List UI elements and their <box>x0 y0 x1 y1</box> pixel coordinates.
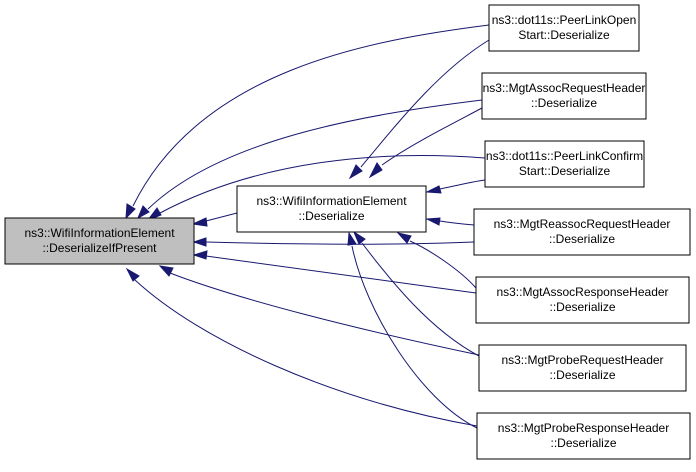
node-label-line: ::Deserialize <box>549 232 615 246</box>
node-box <box>473 208 691 256</box>
node-box <box>476 412 691 460</box>
node-deser[interactable]: ns3::WifiInformationElement::Deserialize <box>236 185 427 233</box>
node-label-line: ::DeserializeIfPresent <box>42 241 157 255</box>
arrowhead <box>425 185 442 194</box>
edge-line <box>205 212 238 222</box>
edge-plc-to-deser <box>425 179 486 194</box>
edge-mprq-to-root <box>158 265 480 356</box>
node-label-line: ::Deserialize <box>549 368 615 382</box>
arrowhead <box>158 265 174 277</box>
arrowhead <box>125 267 140 282</box>
edge-mars-to-deser <box>396 232 477 289</box>
arrowhead <box>136 205 150 220</box>
node-mprq[interactable]: ns3::MgtProbeRequestHeader::Deserialize <box>478 344 687 392</box>
node-box <box>488 4 640 52</box>
nodes-layer: ns3::WifiInformationElement::Deserialize… <box>4 4 691 460</box>
node-label-line: ns3::MgtAssocRequestHeader <box>483 81 646 95</box>
edge-plo-to-root <box>125 24 490 220</box>
edge-mrrq-to-deser <box>425 217 475 226</box>
node-box <box>4 217 195 265</box>
node-label-line: ns3::MgtProbeRequestHeader <box>501 353 663 367</box>
node-label-line: ns3::dot11s::PeerLinkOpen <box>492 13 637 27</box>
arrowhead <box>125 203 136 220</box>
arrowhead <box>348 164 363 180</box>
node-label-line: ns3::MgtReassocRequestHeader <box>494 217 671 231</box>
edge-mrrq-to-root <box>192 237 475 247</box>
node-label-line: ns3::dot11s::PeerLinkConfirm <box>486 149 643 163</box>
edge-line <box>134 279 478 427</box>
node-marq[interactable]: ns3::MgtAssocRequestHeader::Deserialize <box>481 72 647 120</box>
node-label-line: ns3::WifiInformationElement <box>24 226 175 240</box>
arrowhead <box>396 232 412 244</box>
edge-line <box>205 255 477 294</box>
node-box <box>475 276 690 324</box>
edge-mprs-to-deser <box>347 231 478 429</box>
edge-line <box>360 39 490 168</box>
node-plc[interactable]: ns3::dot11s::PeerLinkConfirmStart::Deser… <box>484 140 645 188</box>
arrowhead <box>192 237 207 247</box>
edge-marq-to-deser <box>368 107 483 179</box>
node-label-line: ::Deserialize <box>531 96 597 110</box>
edge-line <box>159 155 486 214</box>
node-mars[interactable]: ns3::MgtAssocResponseHeader::Deserialize <box>475 276 690 324</box>
edge-line <box>361 242 480 357</box>
arrowhead <box>425 217 441 226</box>
arrowhead <box>191 217 208 227</box>
node-label-line: ns3::MgtAssocResponseHeader <box>496 285 668 299</box>
edge-mprq-to-deser <box>352 230 480 357</box>
edge-line <box>409 240 477 289</box>
node-box <box>478 344 687 392</box>
edge-line <box>439 220 475 226</box>
node-box <box>236 185 427 233</box>
edges-layer <box>125 24 490 429</box>
node-box <box>481 72 647 120</box>
node-label-line: ::Deserialize <box>550 436 616 450</box>
node-root[interactable]: ns3::WifiInformationElement::Deserialize… <box>4 217 195 265</box>
node-mprs[interactable]: ns3::MgtProbeResponseHeader::Deserialize <box>476 412 691 460</box>
node-mrrq[interactable]: ns3::MgtReassocRequestHeader::Deserializ… <box>473 208 691 256</box>
edge-line <box>205 241 475 245</box>
arrowhead <box>352 230 366 245</box>
edge-mars-to-root <box>192 250 477 294</box>
node-plo[interactable]: ns3::dot11s::PeerLinkOpenStart::Deserial… <box>488 4 640 52</box>
node-label-line: ::Deserialize <box>549 300 615 314</box>
edge-mprs-to-root <box>125 267 478 427</box>
arrowhead <box>192 250 208 260</box>
edge-line <box>439 179 486 190</box>
edge-line <box>351 245 478 429</box>
edge-deser-to-root <box>191 212 238 227</box>
edge-plo-to-deser <box>348 39 490 180</box>
edge-line <box>381 107 483 166</box>
edge-marq-to-root <box>136 99 483 220</box>
node-label-line: ::Deserialize <box>298 209 364 223</box>
arrowhead <box>347 231 357 246</box>
edge-line <box>132 24 490 207</box>
node-box <box>484 140 645 188</box>
edge-line <box>147 99 483 210</box>
arrowhead <box>368 162 383 179</box>
node-label-line: Start::Deserialize <box>519 164 611 178</box>
node-label-line: ns3::MgtProbeResponseHeader <box>498 421 669 435</box>
node-label-line: Start::Deserialize <box>518 28 610 42</box>
node-label-line: ns3::WifiInformationElement <box>256 194 407 208</box>
edge-line <box>169 272 480 356</box>
